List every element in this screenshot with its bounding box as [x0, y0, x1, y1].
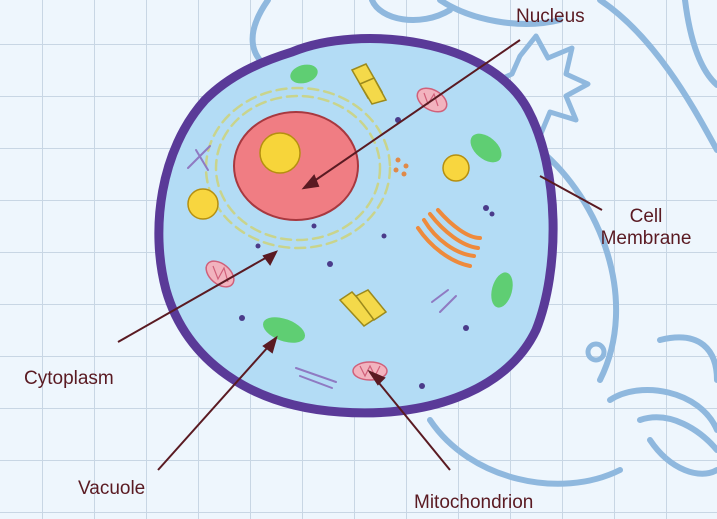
lysosome [443, 155, 469, 181]
label-cell-membrane-line1: Cell [576, 206, 716, 228]
label-cell-membrane: Cell Membrane [576, 206, 716, 250]
lysosome [188, 189, 218, 219]
label-mitochondrion: Mitochondrion [414, 492, 533, 514]
label-cytoplasm: Cytoplasm [24, 368, 114, 390]
cell-membrane [159, 39, 553, 413]
nucleolus [260, 133, 300, 173]
label-nucleus: Nucleus [516, 6, 585, 28]
label-vacuole: Vacuole [78, 478, 145, 500]
label-cell-membrane-line2: Membrane [576, 228, 716, 250]
